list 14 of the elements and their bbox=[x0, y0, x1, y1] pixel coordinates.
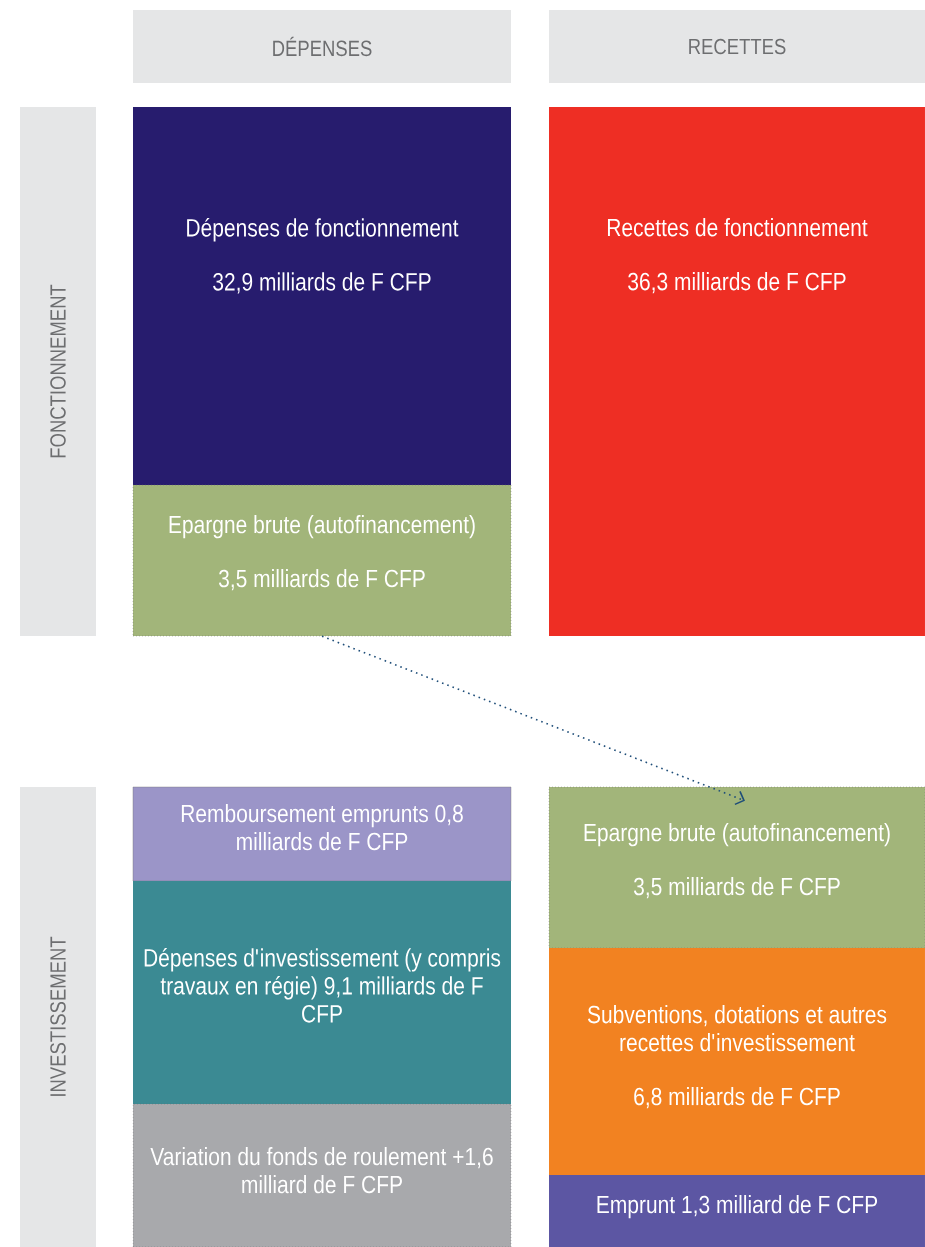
budget-block: Epargne brute (autofinancement) 3,5 milliards de F CFP bbox=[132, 484, 512, 637]
budget-block: Variation du fonds de roulement +1,6 milliard de F CFP bbox=[132, 1103, 512, 1247]
column-header: RECETTES bbox=[549, 10, 925, 83]
row-header: FONCTIONNEMENT bbox=[20, 107, 96, 636]
budget-block: Dépenses d'investissement (y compris travaux en régie) 9,1 milliards de F CFP bbox=[133, 881, 511, 1104]
budget-block: Recettes de fonctionnement 36,3 milliards de F CFP bbox=[549, 107, 925, 636]
row-header: INVESTISSEMENT bbox=[20, 787, 96, 1247]
column-header: DÉPENSES bbox=[133, 10, 511, 83]
arrow bbox=[321, 635, 745, 806]
budget-block: Epargne brute (autofinancement) 3,5 milliards de F CFP bbox=[548, 786, 925, 949]
budget-block: Dépenses de fonctionnement 32,9 milliards de F CFP bbox=[133, 107, 511, 485]
budget-block: Subventions, dotations et autres recettes d'investissement 6,8 milliards de F CFP bbox=[549, 948, 925, 1175]
budget-block: Remboursement emprunts 0,8 milliards de F CFP bbox=[132, 786, 512, 882]
budget-block: Emprunt 1,3 milliard de F CFP bbox=[549, 1175, 925, 1247]
